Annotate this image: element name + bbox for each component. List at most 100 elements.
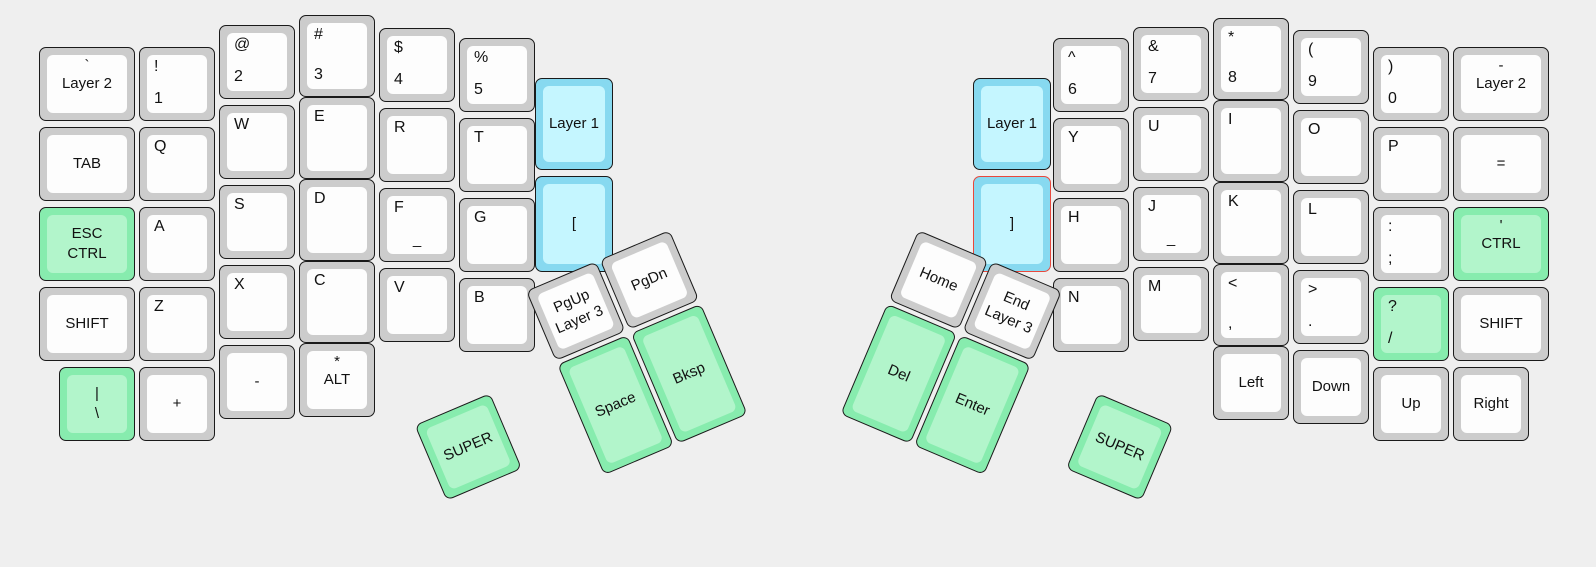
key-l-th-super[interactable]: SUPER (414, 393, 523, 501)
keycap-r-c5-r1: (9 (1301, 38, 1361, 96)
key-l-c1-r2[interactable]: TAB (39, 127, 135, 201)
key-r-c2-r3[interactable]: H (1053, 198, 1129, 272)
key-l-c1-r1[interactable]: `Layer 2 (39, 47, 135, 121)
key-legend-top_left: V (394, 279, 405, 296)
key-l-c6-r3[interactable]: G (459, 198, 535, 272)
key-l-c2-r3[interactable]: A (139, 207, 215, 281)
keycap-l-c5-r1: $4 (387, 36, 447, 94)
keycap-l-c3-r3: S (227, 193, 287, 251)
key-r-c4-r2[interactable]: I (1213, 100, 1289, 182)
key-r-c6-r4[interactable]: ?/ (1373, 287, 1449, 361)
key-r-c5-r3[interactable]: L (1293, 190, 1369, 264)
key-r-c2-r1[interactable]: ^6 (1053, 38, 1129, 112)
key-l-c4-r2[interactable]: E (299, 97, 375, 179)
key-legend-top_left: S (234, 196, 245, 213)
key-legend-top_left: # (314, 26, 323, 43)
key-legend-top_left: @ (234, 36, 251, 53)
key-r-c4-r1[interactable]: *8 (1213, 18, 1289, 100)
key-r-c3-r2[interactable]: U (1133, 107, 1209, 181)
key-l-c2-r1[interactable]: !1 (139, 47, 215, 121)
key-l-c7-r1[interactable]: Layer 1 (535, 78, 613, 170)
key-l-c4-r5[interactable]: *ALT (299, 343, 375, 417)
key-r-c2-r4[interactable]: N (1053, 278, 1129, 352)
keycap-r-c3-r1: &7 (1141, 35, 1201, 93)
key-l-c6-r2[interactable]: T (459, 118, 535, 192)
key-r-c7-r3[interactable]: 'CTRL (1453, 207, 1549, 281)
keycap-l-c7-r2: [ (543, 184, 605, 264)
key-r-c7-r5[interactable]: Right (1453, 367, 1529, 441)
key-r-c7-r4[interactable]: SHIFT (1453, 287, 1549, 361)
key-l-c3-r3[interactable]: S (219, 185, 295, 259)
key-r-c5-r5[interactable]: Down (1293, 350, 1369, 424)
key-r-c5-r4[interactable]: >. (1293, 270, 1369, 344)
keycap-r-c7-r3: 'CTRL (1461, 215, 1541, 273)
key-legend-center: Layer 1 (548, 115, 600, 133)
keycap-r-c2-r4: N (1061, 286, 1121, 344)
key-legend-top_left: : (1388, 218, 1393, 235)
key-l-c4-r4[interactable]: C (299, 261, 375, 343)
key-r-c3-r3[interactable]: J_ (1133, 187, 1209, 261)
keycap-r-c3-r4: M (1141, 275, 1201, 333)
key-l-c6-r1[interactable]: %5 (459, 38, 535, 112)
key-l-c1-r5[interactable]: | \ (59, 367, 135, 441)
key-legend-top_left: X (234, 276, 245, 293)
keycap-l-c5-r2: R (387, 116, 447, 174)
key-legend-bottom_left: 5 (474, 81, 483, 99)
key-l-c5-r3[interactable]: F_ (379, 188, 455, 262)
key-r-c1-r2[interactable]: ] (973, 176, 1051, 272)
keycap-r-c7-r1: -Layer 2 (1461, 55, 1541, 113)
key-legend-top_left: Z (154, 298, 164, 315)
key-l-c3-r2[interactable]: W (219, 105, 295, 179)
keycap-l-th-super: SUPER (425, 403, 512, 491)
keycap-l-c2-r4: Z (147, 295, 207, 353)
key-l-c5-r2[interactable]: R (379, 108, 455, 182)
keycap-r-c4-r5: Left (1221, 354, 1281, 412)
key-l-c3-r4[interactable]: X (219, 265, 295, 339)
key-r-c6-r2[interactable]: P (1373, 127, 1449, 201)
key-legend-top_center: * (334, 353, 340, 370)
key-legend-top_left: D (314, 190, 326, 207)
key-l-c2-r2[interactable]: Q (139, 127, 215, 201)
key-l-c5-r4[interactable]: V (379, 268, 455, 342)
key-legend-center: Bksp (670, 359, 708, 388)
key-r-th-super[interactable]: SUPER (1065, 393, 1174, 501)
key-r-c5-r1[interactable]: (9 (1293, 30, 1369, 104)
key-r-c5-r2[interactable]: O (1293, 110, 1369, 184)
key-legend-center: SHIFT (1479, 315, 1523, 333)
key-r-c6-r5[interactable]: Up (1373, 367, 1449, 441)
key-l-c3-r5[interactable]: - (219, 345, 295, 419)
key-l-c5-r1[interactable]: $4 (379, 28, 455, 102)
key-r-c7-r2[interactable]: = (1453, 127, 1549, 201)
key-legend-top_left: ! (154, 58, 159, 75)
key-r-c4-r4[interactable]: <, (1213, 264, 1289, 346)
key-l-c1-r3[interactable]: ESC CTRL (39, 207, 135, 281)
key-l-c4-r3[interactable]: D (299, 179, 375, 261)
key-l-c2-r5[interactable]: + (139, 367, 215, 441)
key-l-c4-r1[interactable]: #3 (299, 15, 375, 97)
key-r-c6-r3[interactable]: :; (1373, 207, 1449, 281)
key-l-c3-r1[interactable]: @2 (219, 25, 295, 99)
keycap-l-c3-r1: @2 (227, 33, 287, 91)
key-l-c2-r4[interactable]: Z (139, 287, 215, 361)
key-l-c6-r4[interactable]: B (459, 278, 535, 352)
keycap-l-c6-r4: B (467, 286, 527, 344)
key-r-c3-r1[interactable]: &7 (1133, 27, 1209, 101)
key-r-c7-r1[interactable]: -Layer 2 (1453, 47, 1549, 121)
key-r-c2-r2[interactable]: Y (1053, 118, 1129, 192)
key-l-c7-r2[interactable]: [ (535, 176, 613, 272)
key-r-c1-r1[interactable]: Layer 1 (973, 78, 1051, 170)
key-r-c3-r4[interactable]: M (1133, 267, 1209, 341)
key-r-c4-r5[interactable]: Left (1213, 346, 1289, 420)
key-r-c4-r3[interactable]: K (1213, 182, 1289, 264)
key-l-c1-r4[interactable]: SHIFT (39, 287, 135, 361)
keycap-l-c2-r5: + (147, 375, 207, 433)
key-legend-center: = (1496, 155, 1506, 173)
keycap-l-c6-r3: G (467, 206, 527, 264)
key-r-c6-r1[interactable]: )0 (1373, 47, 1449, 121)
keycap-l-c1-r4: SHIFT (47, 295, 127, 353)
keycap-l-c5-r3: F_ (387, 196, 447, 254)
key-legend-top_left: E (314, 108, 325, 125)
key-legend-top_left: O (1308, 121, 1321, 138)
keycap-r-th-end: End Layer 3 (972, 271, 1052, 351)
keycap-l-c1-r3: ESC CTRL (47, 215, 127, 273)
